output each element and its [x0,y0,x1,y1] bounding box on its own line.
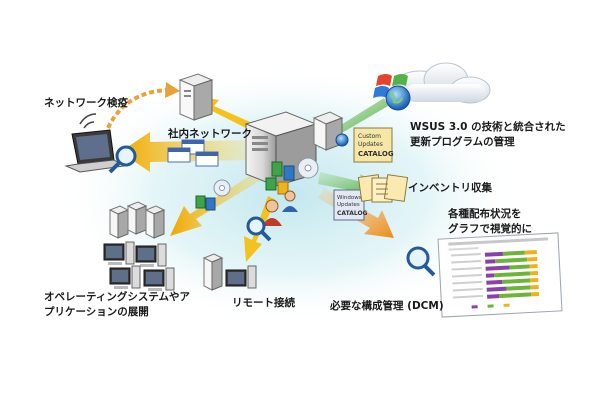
remote-server-icon [202,253,224,291]
catalog-custom-line2: Updates [358,141,383,148]
os-deploy-pcs-icon [103,241,175,291]
magnifier-icon [406,246,436,277]
remote-pc-icon [225,265,257,289]
label-os-deploy-line2: プリケーションの展開 [44,306,149,318]
wireless-signal-icon [79,113,97,129]
user-person-icon [262,190,298,226]
intranet-server-icon [178,73,214,121]
label-wsus-line1: WSUS 3.0 の技術と統合された [410,121,566,133]
label-dcm: 必要な構成管理 (DCM) [330,300,444,312]
inventory-documents-icon [357,174,409,203]
catalog-windows-line3: CATALOG [337,210,368,217]
label-inventory: インベントリ収集 [408,182,492,194]
globe-icon [385,85,411,111]
update-globe-icon [335,133,349,147]
catalog-windows-line2: Updates [337,202,360,208]
deploy-status-report-icon [437,232,563,318]
window-panes-icon [167,139,219,167]
os-deploy-servers-icon [108,201,166,239]
yellow-arrow-to-os-deploy [170,168,268,236]
label-intranet: 社内ネットワーク [168,128,252,140]
magnifier-icon [108,145,137,174]
network-scan-curve-arrow [106,88,169,129]
custom-updates-catalog: Custom Updates CATALOG [353,127,394,163]
box-stack-icon [195,195,216,211]
label-network-scan: ネットワーク検疫 [44,97,128,109]
label-remote: リモート接続 [232,297,295,309]
magnifier-icon [246,216,272,242]
label-deploy-status-line2: グラフで視覚的に [448,223,532,235]
label-wsus-line2: 更新プログラムの管理 [410,136,515,148]
label-os-deploy-line1: オペレーティングシステムやア [44,291,191,303]
cd-media-icon [213,157,319,197]
package-boxes-icon [265,161,295,195]
windows-updates-catalog: Windows Updates CATALOG [333,189,368,221]
network-scan-arrowhead [165,82,180,98]
catalog-custom-line3: CATALOG [358,150,394,158]
catalog-custom-line1: Custom [358,133,381,140]
catalog-windows-line1: Windows [337,195,362,201]
laptop-icon [64,129,126,173]
label-deploy-status-line1: 各種配布状況を [448,208,522,220]
